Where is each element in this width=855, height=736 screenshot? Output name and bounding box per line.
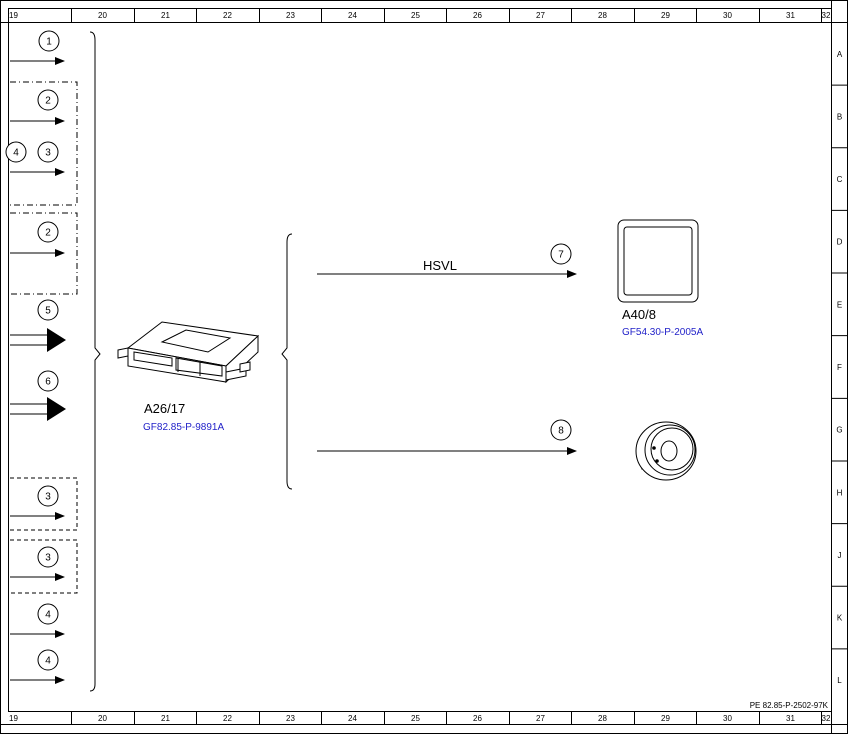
input-callout-number: 6 [45,377,51,388]
control-unit-a26-17-icon [117,321,260,384]
column-label-bottom: 26 [473,714,482,723]
output-callout-number: 7 [558,250,564,261]
dashed-group-3 [10,477,78,531]
display-unit-a40-8-icon [617,219,699,303]
column-label-top: 27 [536,11,545,20]
input-callout-number: 4 [45,610,51,621]
column-label-bottom: 29 [661,714,670,723]
column-label-top: 20 [98,11,107,20]
row-label: K [837,614,843,623]
row-label: G [836,426,842,435]
input-callout-5: 2 [37,221,59,243]
row-label: A [837,50,843,59]
input-callout-number: 3 [45,492,51,503]
input-callout-2: 2 [37,89,59,111]
column-label-top: 24 [348,11,357,20]
row-label: C [837,175,843,184]
column-label-top: 26 [473,11,482,20]
column-label-bottom: 19 [9,714,18,723]
dashed-group-4 [10,539,78,594]
column-label-top: 25 [411,11,420,20]
input-callout-number: 3 [45,148,51,159]
input-arrow-bus-6 [10,397,66,421]
input-callout-4: 3 [37,141,59,163]
column-label-bottom: 22 [223,714,232,723]
input-callout-11: 4 [37,649,59,671]
drawing-code: PE 82.85-P-2502-97K [750,701,829,710]
input-signals: 1 2 4 3 2 5 6 3 [5,30,78,684]
column-label-bottom: 32 [822,714,831,723]
column-label-top: 30 [723,11,732,20]
column-label-bottom: 21 [161,714,170,723]
row-ruler-right: A B C D E F G H J K L [831,50,848,685]
column-ruler-bottom: 19 20 21 22 23 24 25 26 27 28 29 30 31 32 [9,712,831,724]
output-callout-7: 7 [550,243,572,265]
output-brace [281,233,293,490]
input-callout-number: 3 [45,553,51,564]
dashed-group-2 [10,212,78,295]
speaker-icon [635,421,697,481]
signal-label: HSVL [423,258,457,273]
input-callout-3: 4 [5,141,27,163]
column-label-bottom: 27 [536,714,545,723]
column-label-top: 28 [598,11,607,20]
input-callout-number: 4 [45,656,51,667]
column-label-bottom: 25 [411,714,420,723]
column-label-bottom: 30 [723,714,732,723]
column-label-top: 32 [822,11,831,20]
output-callout-8: 8 [550,419,572,441]
input-callout-10: 4 [37,603,59,625]
column-label-bottom: 24 [348,714,357,723]
control-unit-ref-link[interactable]: GF82.85-P-9891A [143,422,224,433]
input-callout-9: 3 [37,546,59,568]
input-callout-number: 5 [45,306,51,317]
row-label: B [837,112,842,121]
column-label-top: 21 [161,11,170,20]
column-label-top: 19 [9,11,18,20]
row-label: L [837,676,842,685]
column-label-bottom: 31 [786,714,795,723]
column-label-bottom: 20 [98,714,107,723]
column-label-top: 22 [223,11,232,20]
column-ruler-top: 19 20 21 22 23 24 25 26 27 28 29 30 31 32 [9,8,831,22]
input-callout-number: 4 [13,148,19,159]
component-id: A40/8 [622,307,656,322]
column-label-top: 31 [786,11,795,20]
column-label-top: 23 [286,11,295,20]
input-callout-number: 2 [45,228,51,239]
column-label-bottom: 23 [286,714,295,723]
dashed-group-1 [10,81,78,206]
input-brace [89,31,101,692]
column-label-top: 29 [661,11,670,20]
row-label: J [838,551,842,560]
input-callout-number: 2 [45,96,51,107]
input-callout-1: 1 [38,30,60,52]
row-label: E [837,300,842,309]
input-callout-7: 6 [37,370,59,392]
row-label: D [837,238,843,247]
row-label: F [837,363,842,372]
row-label: H [837,488,843,497]
component-ref-link[interactable]: GF54.30-P-2005A [622,327,703,338]
output-callout-number: 8 [558,426,564,437]
input-callout-6: 5 [37,299,59,321]
control-unit-id: A26/17 [144,401,185,416]
input-callout-8: 3 [37,485,59,507]
column-label-bottom: 28 [598,714,607,723]
input-arrow-bus-5 [10,328,66,352]
input-callout-number: 1 [46,37,52,48]
